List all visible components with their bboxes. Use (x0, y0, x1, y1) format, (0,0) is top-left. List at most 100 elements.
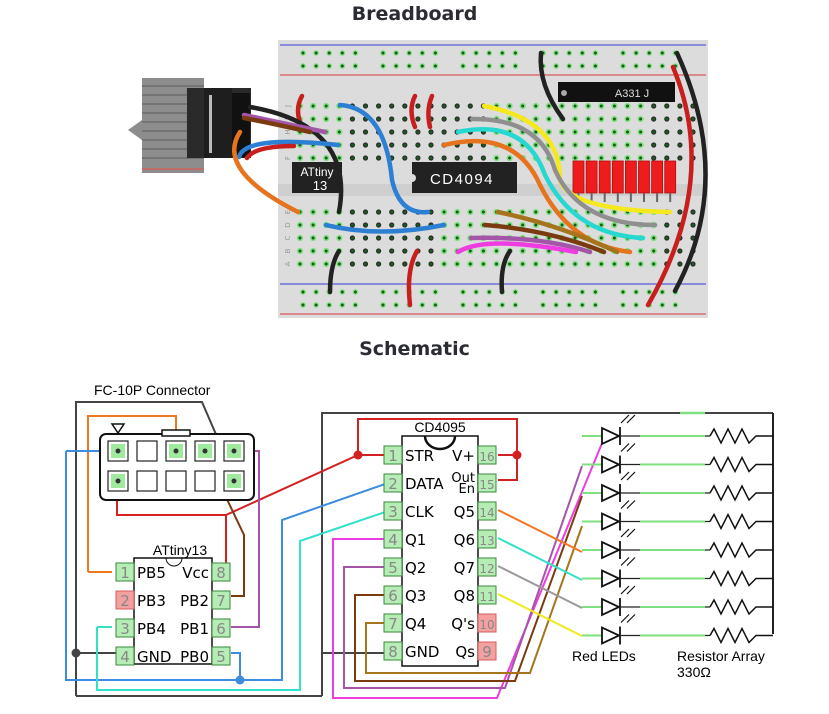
pin-number: 1 (120, 564, 130, 582)
pin-name: Q6 (454, 531, 475, 549)
pin-number: 16 (479, 450, 494, 464)
pin-name: En (459, 482, 475, 497)
wire-red (406, 248, 420, 308)
connector-pin (194, 470, 216, 492)
row-label: A (284, 261, 292, 266)
led-segment (572, 160, 585, 194)
led-segment (625, 160, 637, 194)
pin-name: Out (451, 471, 475, 486)
pin-number: 11 (479, 590, 494, 604)
pin-box (383, 445, 403, 465)
pin-number: 10 (479, 618, 494, 632)
junction-dots (71, 450, 522, 685)
pin-number: 5 (388, 559, 398, 577)
pin-box (383, 529, 403, 549)
pin-box (383, 641, 403, 661)
led-resistor-array (582, 411, 773, 645)
connector-pin (107, 470, 129, 492)
led-diode-icon (601, 540, 622, 560)
resistor-icon (709, 626, 773, 645)
junction-dot (71, 648, 81, 658)
wire-red (409, 93, 418, 130)
wire-black (327, 248, 342, 295)
wire-blue (323, 222, 447, 234)
wire-magenta (455, 241, 579, 255)
pin-box (477, 641, 497, 661)
junction-dot (512, 450, 522, 460)
connector-pin (223, 470, 245, 492)
light-arrows-icon (620, 471, 636, 481)
pin-number: 8 (216, 564, 226, 582)
wire-purple (468, 235, 593, 255)
pin-box (383, 557, 403, 577)
pin-box (477, 501, 497, 521)
row-label: H (284, 129, 292, 134)
light-arrows-icon (620, 500, 636, 509)
pin-name: Q8 (454, 587, 475, 605)
wire-brown (482, 222, 607, 255)
cd4094-chip: CD4094 (408, 162, 517, 193)
pin-name: Q4 (405, 615, 426, 633)
pin-name: Qs (455, 643, 475, 661)
pin-box (211, 562, 231, 582)
pin-box (477, 557, 497, 577)
breadboard-title: Breadboard (351, 3, 478, 25)
connector-pin (165, 440, 187, 462)
pin-name: Q7 (454, 559, 475, 577)
pin-name: Q's (451, 615, 475, 633)
led-segment (664, 160, 677, 194)
pin-name: CLK (405, 503, 435, 521)
row-label: J (284, 105, 292, 108)
led-diode-icon (601, 512, 622, 531)
pin-number: 9 (482, 643, 492, 661)
led-diode-icon (601, 569, 622, 588)
pin-number: 7 (216, 592, 226, 610)
light-arrows-icon (620, 585, 636, 595)
led-segment (638, 160, 650, 194)
pin-name: Vcc (182, 564, 209, 582)
connector-pin (194, 440, 216, 462)
pin-number: 7 (388, 615, 398, 633)
cd4094-chip-label: CD4094 (430, 171, 494, 188)
led-segment (611, 160, 624, 194)
led-diode-icon (601, 426, 622, 446)
row-label: E (284, 210, 292, 214)
pin-number: 4 (120, 648, 130, 666)
resistor-icon (709, 541, 773, 559)
pin1-marker-icon (110, 423, 126, 435)
wire-red (244, 143, 297, 161)
cd4095-name: CD4095 (414, 419, 466, 435)
wire-red (645, 64, 694, 308)
led-diode-icon (601, 455, 622, 474)
red-leds-label: Red LEDs (572, 648, 636, 664)
pin-name: Q5 (454, 503, 475, 521)
pin-box (211, 646, 231, 666)
resistor-array-label: A331 J (615, 88, 649, 100)
pin-box (477, 585, 497, 605)
resistor-icon (709, 512, 773, 531)
connector-pin (136, 440, 158, 462)
pin-box (115, 646, 135, 666)
light-arrows-icon (620, 414, 636, 424)
wire-tan (495, 209, 620, 255)
pin-number: 15 (479, 478, 494, 492)
fc10p-connector: FC-10P Connector (94, 382, 255, 501)
pin-number: 13 (479, 534, 494, 548)
wire-cyan (455, 127, 646, 241)
pin-box (477, 445, 497, 465)
wire-purple (241, 112, 328, 135)
pin-name: PB2 (180, 592, 209, 610)
light-arrows-icon (620, 443, 636, 452)
led-segment (598, 160, 611, 194)
connector-pin (107, 440, 129, 462)
pin-number: 6 (216, 620, 226, 638)
pin-name: PB3 (137, 592, 166, 610)
pin-number: 3 (388, 503, 398, 521)
resistor-icon (709, 569, 773, 588)
pin-number: 8 (388, 643, 398, 661)
pin-box (115, 618, 135, 638)
connector-pin (165, 470, 187, 492)
pin-number: 6 (388, 587, 398, 605)
resistor-icon (709, 484, 773, 502)
